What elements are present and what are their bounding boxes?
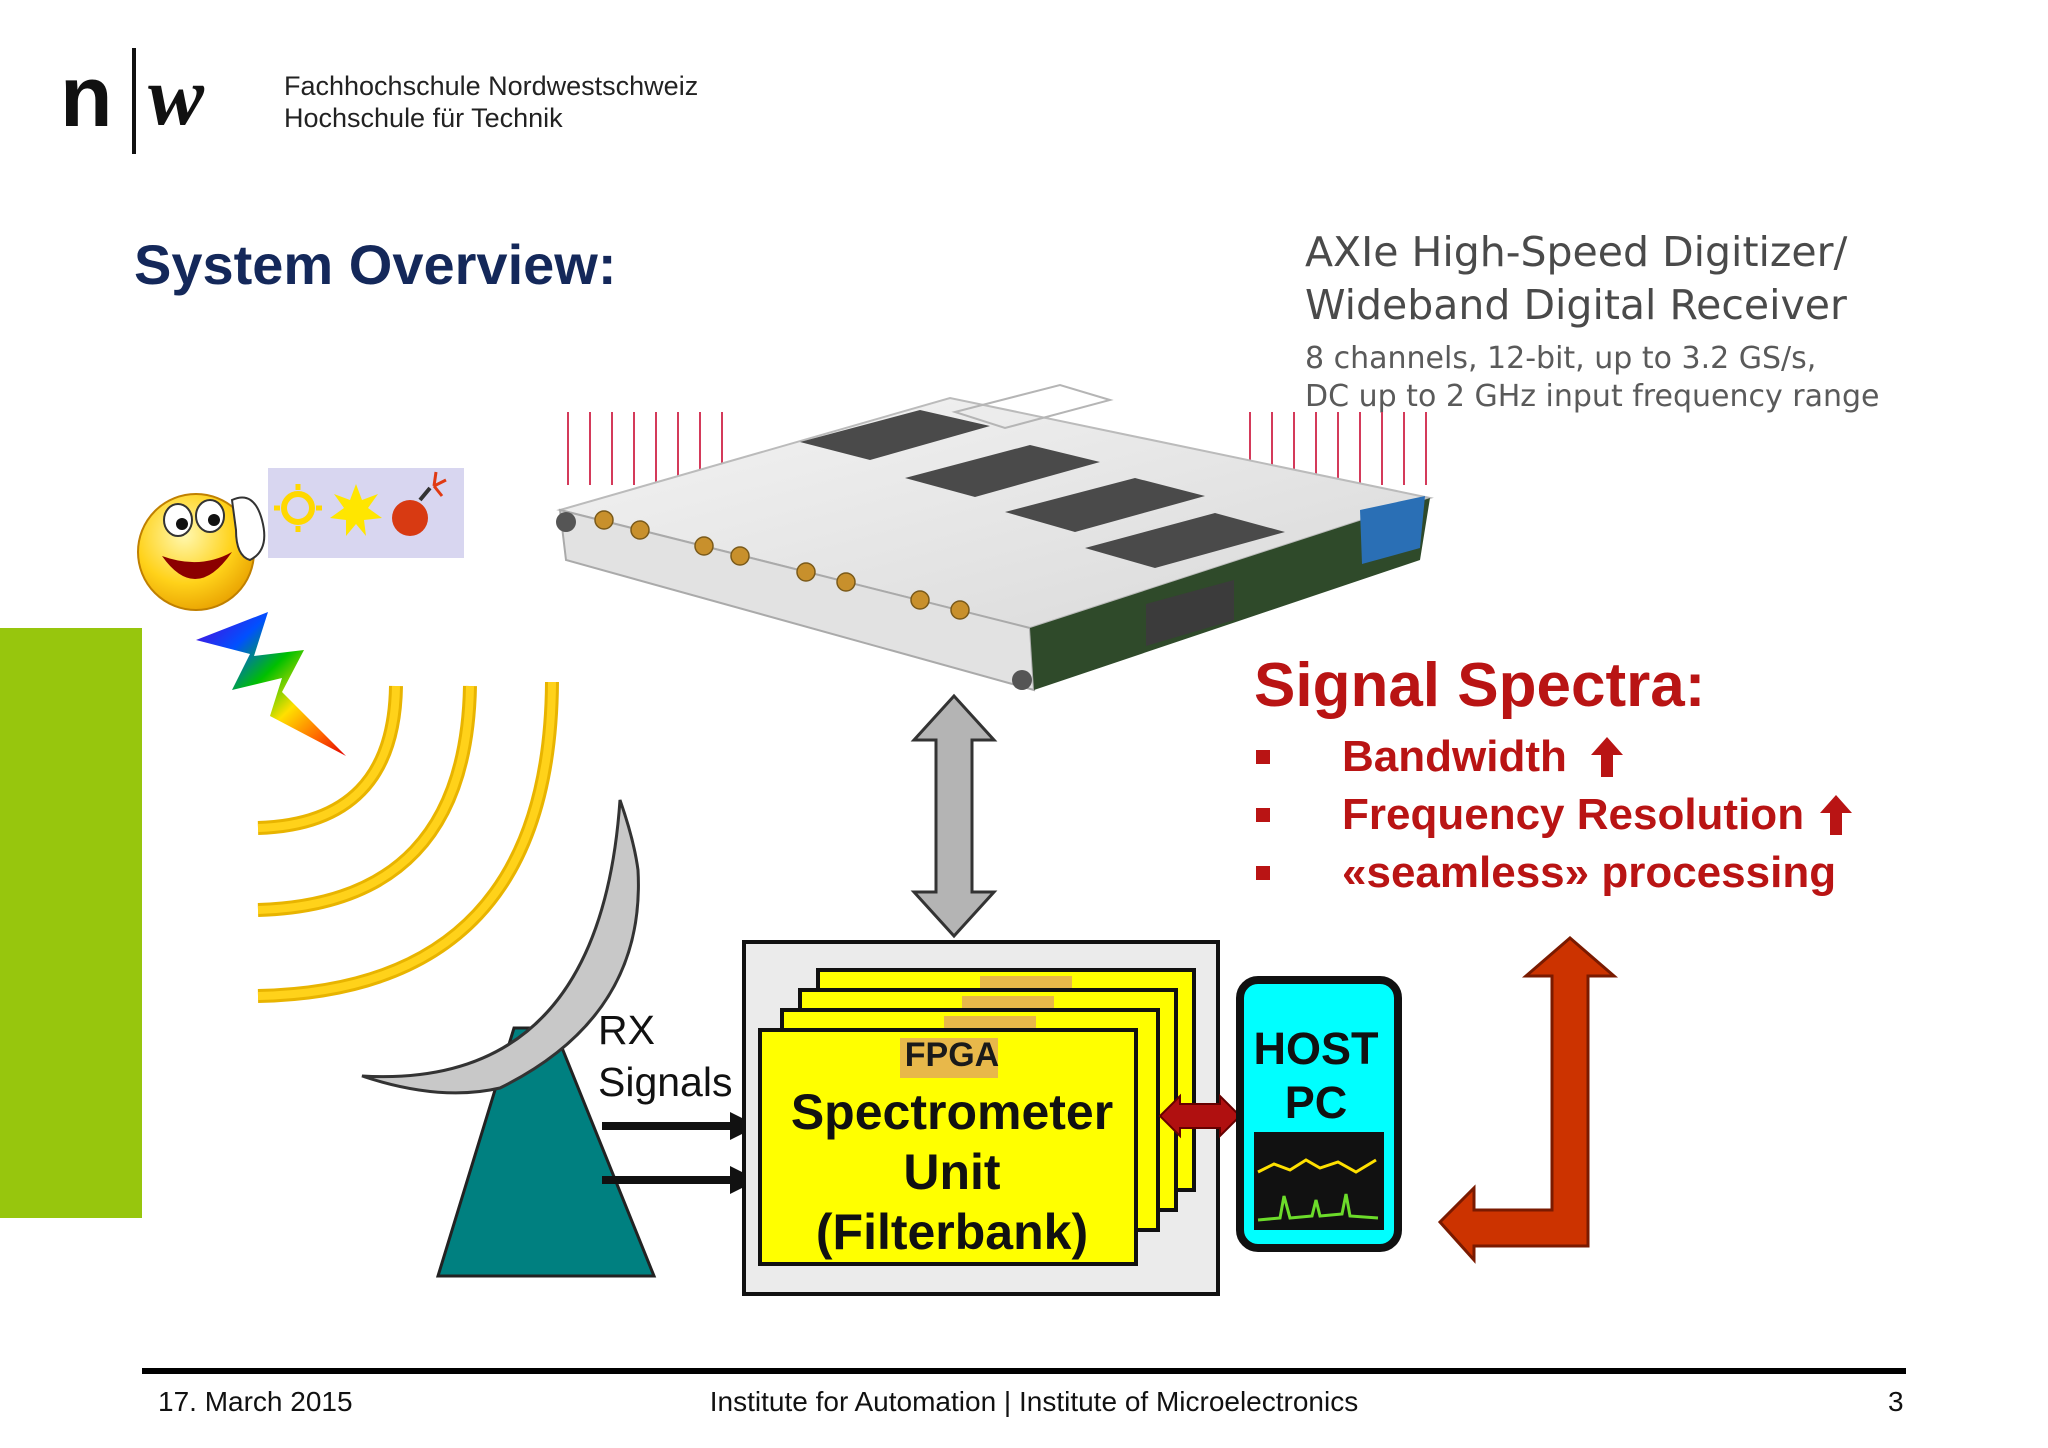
radio-waves-icon [257, 681, 559, 1003]
side-accent-bar [0, 628, 142, 1218]
signal-spectra-title: Signal Spectra: [1254, 651, 1706, 720]
bullet-text: «seamless» processing [1342, 848, 1837, 897]
lightning-bolt-icon [196, 612, 346, 756]
bullet-text: Frequency Resolution [1342, 790, 1805, 839]
page-number: 3 [1888, 1386, 1904, 1417]
school-name-line1: Fachhochschule Nordwestschweiz [284, 71, 699, 101]
spectra-bullet-list: Bandwidth Frequency Resolution «seamless… [1256, 728, 1854, 902]
list-item: Bandwidth [1256, 728, 1854, 786]
list-item: Frequency Resolution [1256, 786, 1854, 844]
rx-signals-label: RX Signals [598, 1004, 732, 1108]
school-name-line2: Hochschule für Technik [284, 103, 563, 133]
digitizer-board-image [556, 383, 1434, 692]
device-title-line1: AXIe High-Speed Digitizer/ [1305, 228, 1848, 276]
footer-divider [142, 1368, 1906, 1374]
bullet-marker [1256, 808, 1270, 822]
fpga-card-stack [758, 968, 1196, 1266]
fpga-label: FPGA [904, 1036, 1000, 1074]
burst-icon [330, 484, 382, 536]
unit-label-line3: (Filterbank) [815, 1204, 1089, 1260]
rx-label-line1: RX [598, 1007, 655, 1053]
list-item: «seamless» processing [1256, 844, 1854, 902]
sun-icon [274, 484, 322, 532]
bullet-marker [1256, 866, 1270, 880]
footer-date: 17. March 2015 [158, 1386, 353, 1417]
rx-label-line2: Signals [598, 1059, 733, 1105]
board-link-double-arrow [910, 693, 998, 939]
device-caption: AXIe High-Speed Digitizer/ Wideband Digi… [1305, 226, 1879, 416]
host-pc-icon [1236, 976, 1402, 1252]
svg-text:n: n [60, 49, 113, 145]
bullet-marker [1256, 750, 1270, 764]
device-title-line2: Wideband Digital Receiver [1305, 281, 1847, 329]
output-to-spectra-arrow [1437, 936, 1619, 1264]
slide-title: System Overview: [134, 233, 617, 296]
bullet-text: Bandwidth [1342, 732, 1567, 781]
host-label-line1: HOST [1253, 1023, 1379, 1074]
bomb-icon [392, 471, 447, 536]
spectrometer-unit-label: Spectrometer Unit (Filterbank) [756, 1082, 1148, 1262]
unit-label-line2: Unit [903, 1144, 1001, 1200]
satellite-dish-icon [361, 799, 657, 1278]
rx-input-arrows [602, 1112, 758, 1194]
footer-institute: Institute for Automation | Institute of … [709, 1386, 1359, 1417]
up-arrow-icon [1590, 737, 1623, 777]
fhnw-logo: n w [60, 48, 205, 154]
host-pc-label: HOST PC [1240, 1022, 1392, 1130]
unit-label-line1: Spectrometer [790, 1084, 1114, 1140]
school-name: Fachhochschule Nordwestschweiz Hochschul… [284, 70, 698, 134]
device-spec-line2: DC up to 2 GHz input frequency range [1305, 379, 1880, 414]
up-arrow-icon [1820, 795, 1853, 835]
smiley-shout-icon [137, 468, 464, 611]
device-spec-line1: 8 channels, 12-bit, up to 3.2 GS/s, [1305, 341, 1817, 376]
host-label-line2: PC [1284, 1077, 1348, 1128]
svg-text:w: w [148, 50, 205, 143]
